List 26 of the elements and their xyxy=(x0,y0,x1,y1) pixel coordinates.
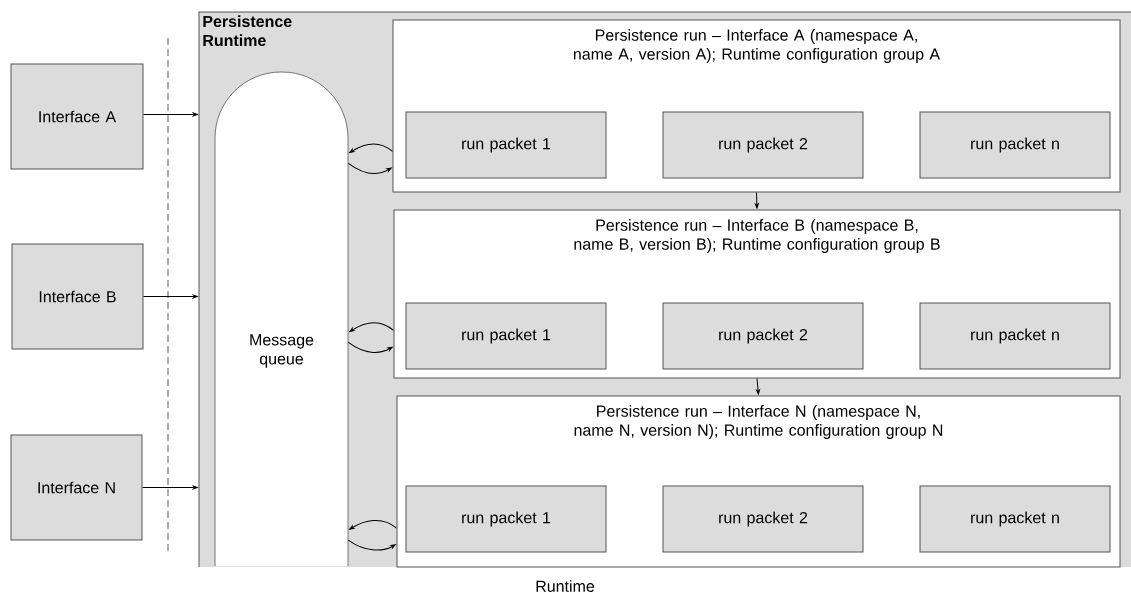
arrow xyxy=(142,485,198,490)
arrow xyxy=(349,322,394,333)
arrow xyxy=(143,112,198,117)
interface-box: Interface A xyxy=(10,63,144,170)
packet-box: run packet n xyxy=(919,302,1111,370)
packet-box: run packet 1 xyxy=(405,485,607,553)
queue-capsule: Message queue xyxy=(214,71,349,566)
arrow xyxy=(756,378,760,395)
arrow xyxy=(349,520,397,530)
arrow xyxy=(347,341,393,353)
packet-box: run packet n xyxy=(919,485,1111,553)
arrow xyxy=(347,539,396,551)
interface-box: Interface N xyxy=(10,434,143,541)
caption: Runtime xyxy=(536,580,595,592)
node-label: Message queue xyxy=(250,334,314,368)
arrow xyxy=(143,294,198,299)
packet-box: run packet 2 xyxy=(662,485,864,553)
packet-box: run packet 1 xyxy=(405,302,607,370)
interface-box: Interface B xyxy=(11,243,144,350)
packet-box: run packet 2 xyxy=(662,111,864,179)
packet-box: run packet 1 xyxy=(405,111,607,179)
arrow xyxy=(347,162,392,174)
packet-box: run packet 2 xyxy=(662,302,864,370)
arrow xyxy=(754,192,759,209)
arrow xyxy=(349,143,393,154)
packet-box: run packet n xyxy=(919,111,1111,179)
